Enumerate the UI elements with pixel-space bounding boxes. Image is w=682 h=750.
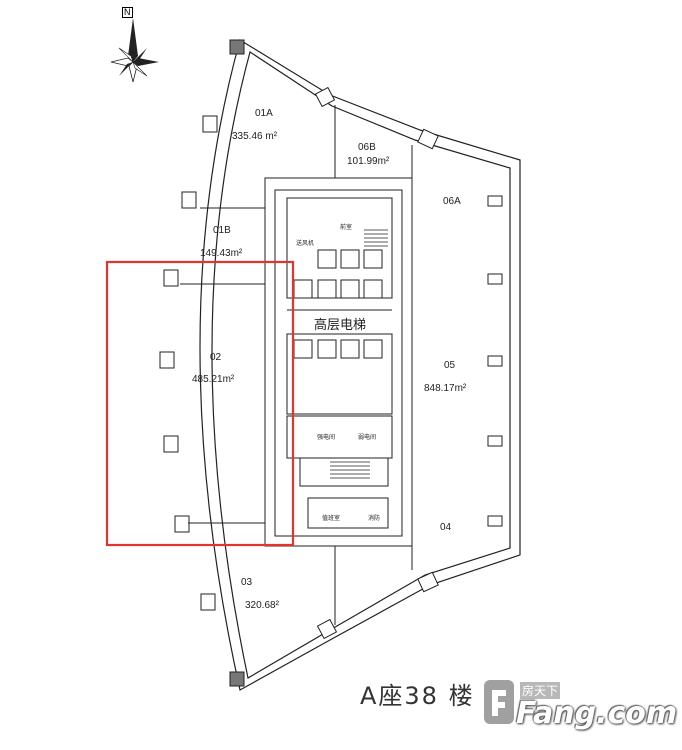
unit-label-06a: 06A (443, 196, 461, 207)
unit-label-02: 02 (210, 352, 222, 363)
unit-partitions (180, 105, 413, 625)
unit-area-03: 320.68² (245, 600, 279, 611)
unit-label-03: 03 (241, 577, 253, 588)
floor-title: A座38 楼 (360, 682, 475, 710)
unit-label-01b: 01B (213, 225, 231, 236)
watermark-domain: Fang.com (516, 696, 678, 731)
electric-room-label: 强电间 (317, 434, 336, 441)
elevator-cars (293, 249, 383, 359)
unit-label-06b: 06B (358, 142, 376, 153)
elevator-label: 高层电梯 (314, 318, 367, 333)
unit-area-05: 848.17m² (424, 383, 467, 394)
stairs (330, 229, 388, 479)
facade-mullions (159, 39, 503, 687)
highlight-box (105, 260, 295, 547)
unit-label-01a: 01A (255, 108, 273, 119)
unit-label-05: 05 (444, 360, 456, 371)
building-outline (199, 39, 521, 691)
fire-room-label: 消防 (368, 515, 381, 522)
unit-label-04: 04 (440, 522, 452, 533)
unit-area-02: 485.21m² (192, 374, 235, 385)
front-room-label: 前室 (340, 224, 353, 231)
equipment-room-label: 送风机 (296, 240, 315, 247)
north-label: N (122, 7, 133, 18)
weak-room-label: 弱电间 (358, 434, 377, 441)
unit-area-01b: 149.43m² (200, 248, 243, 259)
compass-rose-icon (110, 18, 159, 83)
unit-area-01a: 335.46 m² (232, 131, 278, 142)
building-core (264, 177, 413, 547)
unit-area-06b: 101.99m² (347, 156, 390, 167)
watermark-logo-icon (484, 680, 514, 724)
watermark-brand: 房天下 (520, 682, 561, 699)
duty-room-label: 值班室 (322, 515, 341, 522)
